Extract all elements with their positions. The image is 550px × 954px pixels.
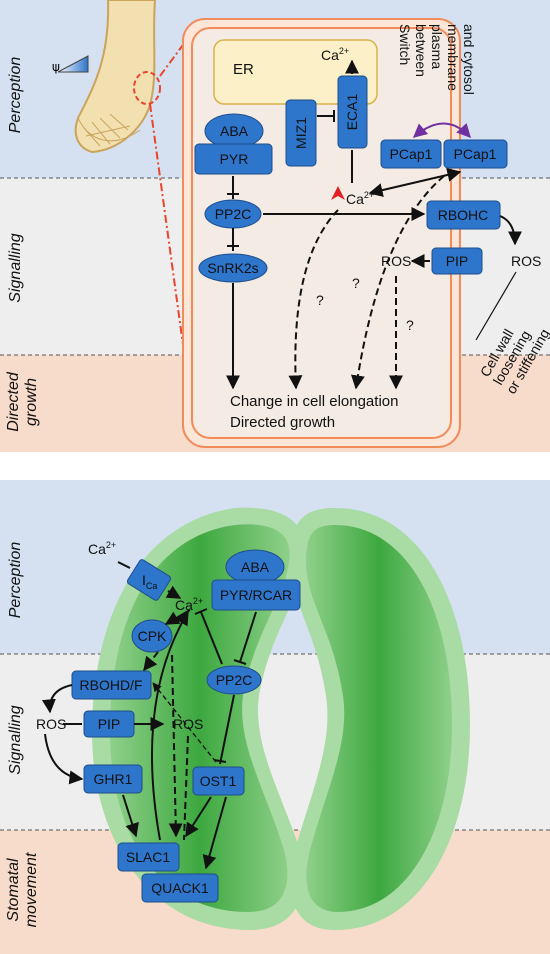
side-label-perception: Perception: [7, 57, 24, 134]
plasma-membrane: [191, 27, 452, 439]
outcome-directed-growth: Directed growth: [230, 414, 335, 431]
top-edges: [226, 59, 522, 390]
svg-text:membrane: membrane: [445, 24, 461, 91]
pcap1-cytosol-label: PCap1: [454, 146, 497, 162]
red-increase-arrow-icon: [331, 186, 345, 200]
question-mark: ?: [406, 317, 414, 333]
quack1-node: [141, 873, 219, 903]
side-label-perception: Perception: [7, 542, 24, 619]
ca-external-label: Ca2+: [88, 540, 116, 557]
svg-text:Switch: Switch: [397, 24, 413, 65]
ica-channel-node: [126, 559, 172, 601]
question-mark: ?: [352, 275, 360, 291]
bottom-edges: [41, 561, 257, 870]
pyr-node: [194, 143, 273, 175]
aba-label: ABA: [220, 123, 249, 139]
pip-label: PIP: [446, 253, 469, 269]
ca-er-label: Ca2+: [321, 46, 349, 63]
side-label-signalling: Signalling: [7, 705, 24, 774]
psi-symbol: ψ: [52, 60, 60, 74]
guard-cell-right: [290, 508, 470, 930]
ros-left-label: ROS: [36, 716, 66, 732]
pp2c-label: PP2C: [215, 206, 252, 222]
eca1-node: [337, 75, 368, 149]
pp2c-node: [206, 665, 262, 695]
bottom-dashed-edges: [143, 651, 189, 841]
top-panel: Perception Signalling Directed growth ψ …: [0, 0, 550, 452]
side-label-directed: Directed: [5, 371, 22, 432]
root-illustration: [74, 0, 195, 426]
er-label: ER: [233, 61, 254, 78]
cpk-label: CPK: [138, 628, 167, 644]
bottom-thin-dashed: [152, 682, 217, 763]
switch-text: Switch between plasma membrane and cytos…: [397, 24, 477, 95]
slac1-node: [117, 842, 180, 872]
bottom-panel: Perception Signalling Stomatal movement …: [0, 480, 550, 954]
ghr1-label: GHR1: [94, 771, 133, 787]
pcap1-membrane-node: [380, 139, 442, 169]
quack1-label: QUACK1: [151, 880, 209, 896]
pcap1-switch-arrow: [412, 122, 471, 139]
ros-mid-label: ROS: [173, 716, 203, 732]
slac1-label: SLAC1: [126, 849, 171, 865]
miz1-node: [285, 99, 317, 167]
ica-label: ICa: [142, 572, 157, 591]
question-mark: ?: [316, 292, 324, 308]
top-dashed-edges: [288, 175, 445, 390]
side-label-growth: growth: [23, 378, 40, 426]
pyr-rcar-node: [211, 579, 301, 611]
pyr-rcar-label: PYR/RCAR: [220, 587, 292, 603]
svg-text:and cytosol: and cytosol: [461, 24, 477, 95]
pcap1-cytosol-node: [443, 139, 508, 169]
ros-right-label: ROS: [511, 253, 541, 269]
svg-text:between: between: [413, 24, 429, 77]
eca1-label: ECA1: [344, 94, 360, 131]
svg-text:plasma: plasma: [429, 24, 445, 69]
pyr-label: PYR: [220, 151, 249, 167]
pcap1-membrane-label: PCap1: [390, 146, 433, 162]
snrk2s-node: [198, 253, 268, 283]
ost1-label: OST1: [200, 773, 237, 789]
aba-label: ABA: [241, 559, 270, 575]
water-potential-gradient-icon: [57, 55, 89, 73]
outcome-change-elongation: Change in cell elongation: [230, 393, 398, 410]
side-label-stomatal: Stomatal: [5, 858, 22, 922]
pip-label: PIP: [98, 716, 121, 732]
rbohc-label: RBOHC: [438, 207, 489, 223]
ca-internal-label: Ca2+: [175, 596, 203, 613]
side-label-signalling: Signalling: [7, 233, 24, 302]
ghr1-node: [83, 764, 143, 794]
rbohc-node: [426, 200, 501, 230]
snrk2s-label: SnRK2s: [207, 260, 258, 276]
side-label-movement: movement: [23, 852, 40, 927]
pip-node: [431, 247, 483, 275]
pp2c-label: PP2C: [216, 672, 253, 688]
rbohd-label: RBOHD/F: [80, 677, 143, 693]
ros-left-label: ROS: [381, 253, 411, 269]
ost1-node: [192, 766, 245, 796]
miz1-label: MIZ1: [293, 117, 309, 149]
cpk-node: [131, 619, 173, 653]
